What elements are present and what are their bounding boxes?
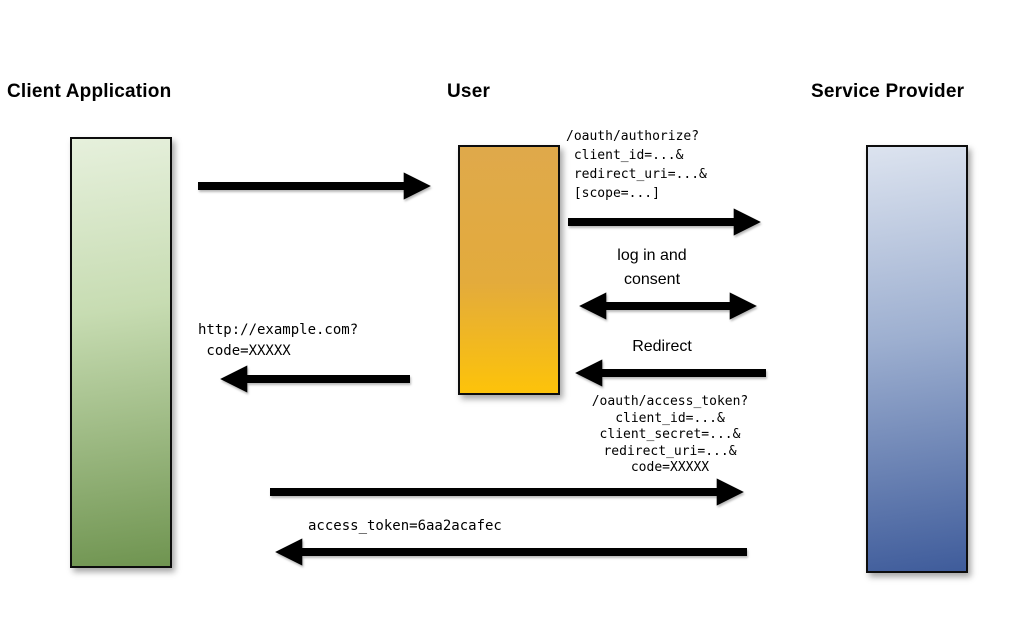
user-box: [458, 145, 560, 395]
client-application-box: [70, 137, 172, 568]
redirect-text: Redirect: [632, 338, 692, 355]
actor-label-service-provider: Service Provider: [811, 81, 965, 102]
service-provider-box: [866, 145, 968, 573]
actor-label-user: User: [447, 81, 491, 102]
authorize-request-text: /oauth/authorize? client_id=...& redirec…: [566, 129, 707, 201]
actor-label-client-application: Client Application: [7, 81, 172, 102]
callback-url-text: http://example.com? code=XXXXX: [198, 322, 359, 359]
login-consent-text: log in and consent: [617, 247, 687, 288]
token-request-text: /oauth/access_token? client_id=...& clie…: [591, 394, 749, 475]
token-response-text: access_token=6aa2acafec: [308, 518, 502, 534]
